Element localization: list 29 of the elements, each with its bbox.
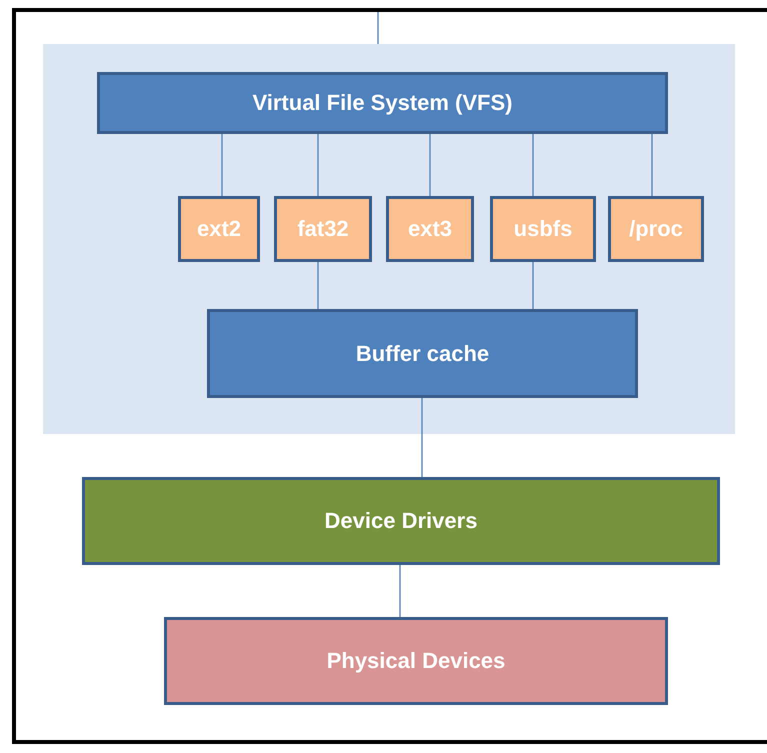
connector-line: [317, 262, 319, 309]
box-label: ext3: [408, 216, 452, 242]
layer-box: [97, 72, 668, 134]
connector-line: [532, 262, 534, 309]
background-panel: [43, 44, 735, 434]
connector-line: [429, 134, 431, 196]
filesystem-box: [386, 196, 474, 262]
layer-box: [82, 477, 720, 565]
layer-box: [164, 617, 668, 705]
box-label: ext2: [196, 216, 242, 242]
connector-line: [421, 398, 423, 477]
connector-line: [651, 134, 653, 196]
box-label: fat32: [297, 216, 349, 242]
box-label: Virtual File System (VFS): [252, 90, 512, 116]
box-label: usbfs: [514, 216, 572, 242]
connector-line: [532, 134, 534, 196]
filesystem-box: [274, 196, 372, 262]
box-label: Device Drivers: [324, 508, 478, 534]
filesystem-box: [608, 196, 704, 262]
filesystem-box: [178, 196, 260, 262]
box-label: Buffer cache: [356, 340, 490, 366]
layer-box: [207, 309, 638, 398]
connector-line: [221, 134, 223, 196]
connector-line: [377, 12, 379, 44]
box-label: Physical Devices: [326, 648, 506, 674]
box-label: /proc: [629, 216, 683, 242]
connector-line: [399, 565, 401, 617]
filesystem-box: [490, 196, 596, 262]
connector-line: [317, 134, 319, 196]
